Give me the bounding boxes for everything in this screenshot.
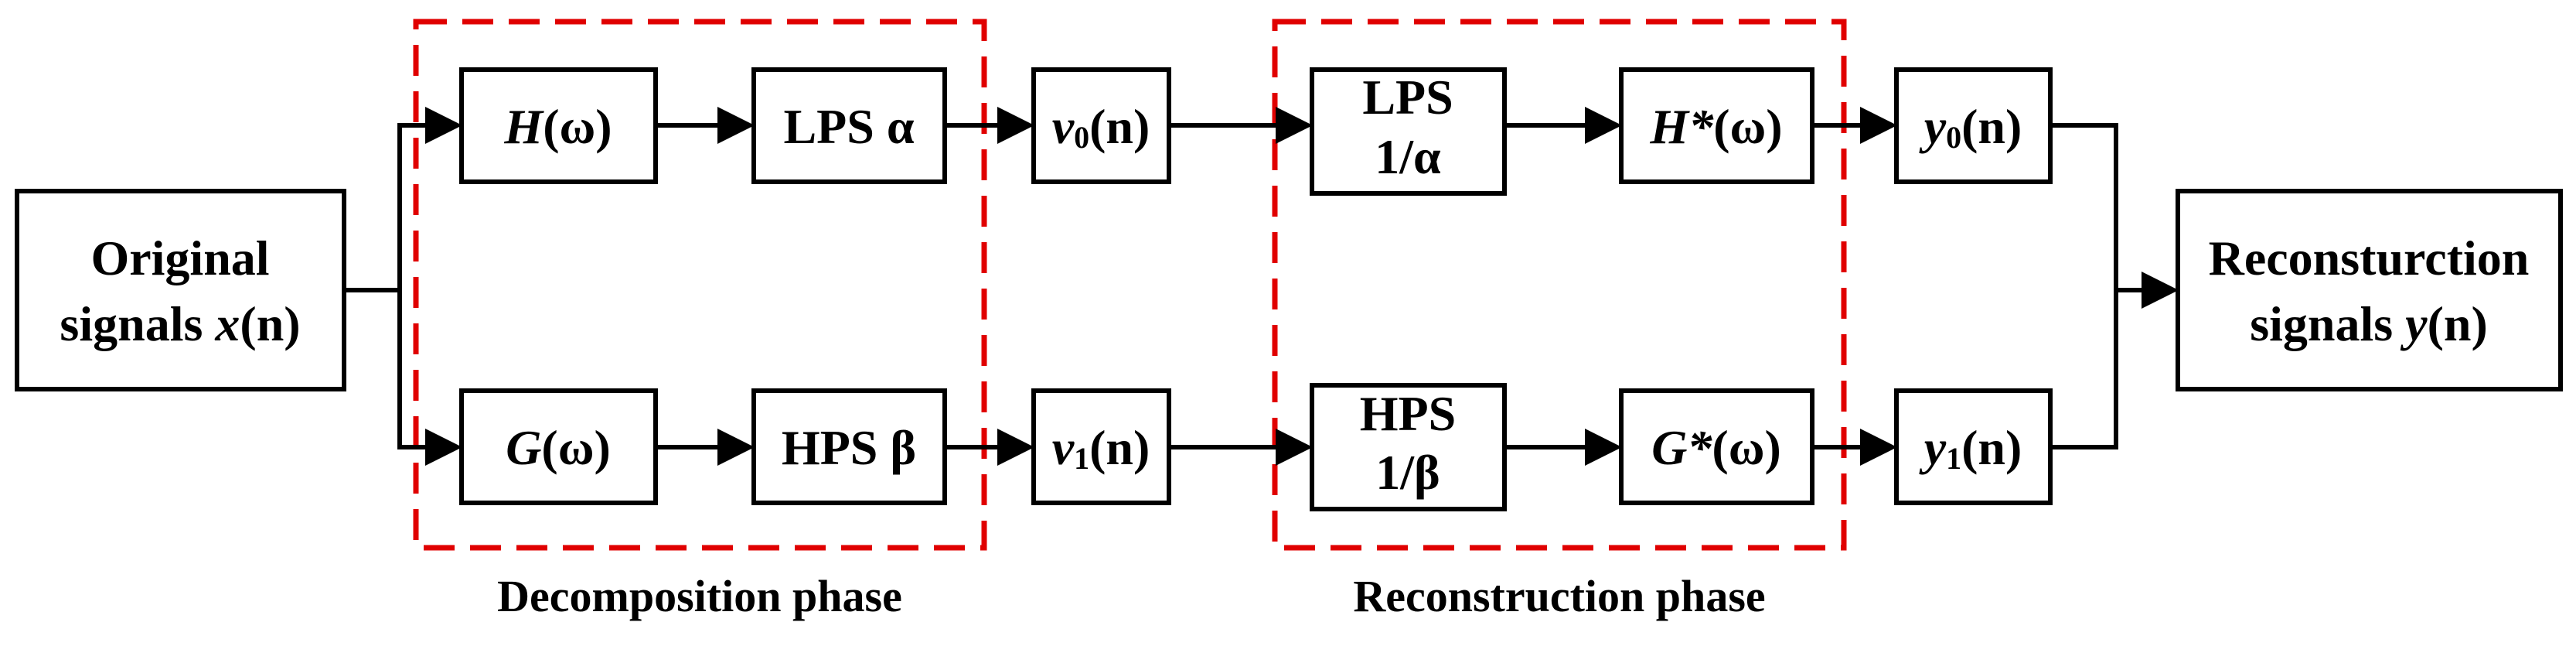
wire-y0-merge <box>2050 123 2118 449</box>
y0-block: y0(n) <box>1894 67 2053 184</box>
svg-text:v1(n): v1(n) <box>1052 420 1150 476</box>
h-star-filter-block: H*(ω) <box>1619 67 1814 184</box>
h-filter-block: H(ω) <box>459 67 658 184</box>
svg-text:v0(n): v0(n) <box>1052 99 1150 155</box>
svg-text:y0(n): y0(n) <box>1919 99 2022 155</box>
svg-text:G(ω): G(ω) <box>506 420 611 475</box>
svg-text:H*(ω): H*(ω) <box>1649 99 1782 154</box>
reconstruction-caption: Reconstruction phase <box>1353 571 1765 621</box>
svg-text:G*(ω): G*(ω) <box>1651 420 1781 475</box>
svg-text:1/α: 1/α <box>1375 129 1441 184</box>
svg-text:HPS: HPS <box>1360 386 1456 441</box>
hps-inv-beta-block: HPS 1/β <box>1310 383 1507 511</box>
v0-block: v0(n) <box>1031 67 1171 184</box>
reconstruction-phase-frame <box>1272 19 1847 551</box>
reconstruction-signals-block: Reconsturction signals y(n) <box>2176 189 2563 391</box>
output-line1: Reconsturction <box>2209 231 2530 285</box>
svg-text:LPS α: LPS α <box>783 99 914 154</box>
input-line1: Original <box>90 231 269 285</box>
decomposition-caption: Decomposition phase <box>497 571 902 621</box>
connections <box>344 107 2179 466</box>
input-line2: signals x(n) <box>60 296 300 351</box>
g-star-filter-block: G*(ω) <box>1619 388 1814 505</box>
hps-beta-block: HPS β <box>751 388 947 505</box>
svg-text:1/β: 1/β <box>1375 445 1440 500</box>
svg-text:HPS β: HPS β <box>782 420 916 475</box>
output-line2: signals y(n) <box>2250 296 2488 351</box>
svg-text:y1(n): y1(n) <box>1919 420 2022 476</box>
svg-text:LPS: LPS <box>1362 70 1453 125</box>
decomposition-phase-frame <box>413 19 987 551</box>
lps-inv-alpha-block: LPS 1/α <box>1310 67 1507 196</box>
original-signals-block: Original signals x(n) <box>15 189 346 391</box>
svg-text:H(ω): H(ω) <box>503 99 612 154</box>
y1-block: y1(n) <box>1894 388 2053 505</box>
v1-block: v1(n) <box>1031 388 1171 505</box>
lps-alpha-block: LPS α <box>751 67 947 184</box>
g-filter-block: G(ω) <box>459 388 658 505</box>
